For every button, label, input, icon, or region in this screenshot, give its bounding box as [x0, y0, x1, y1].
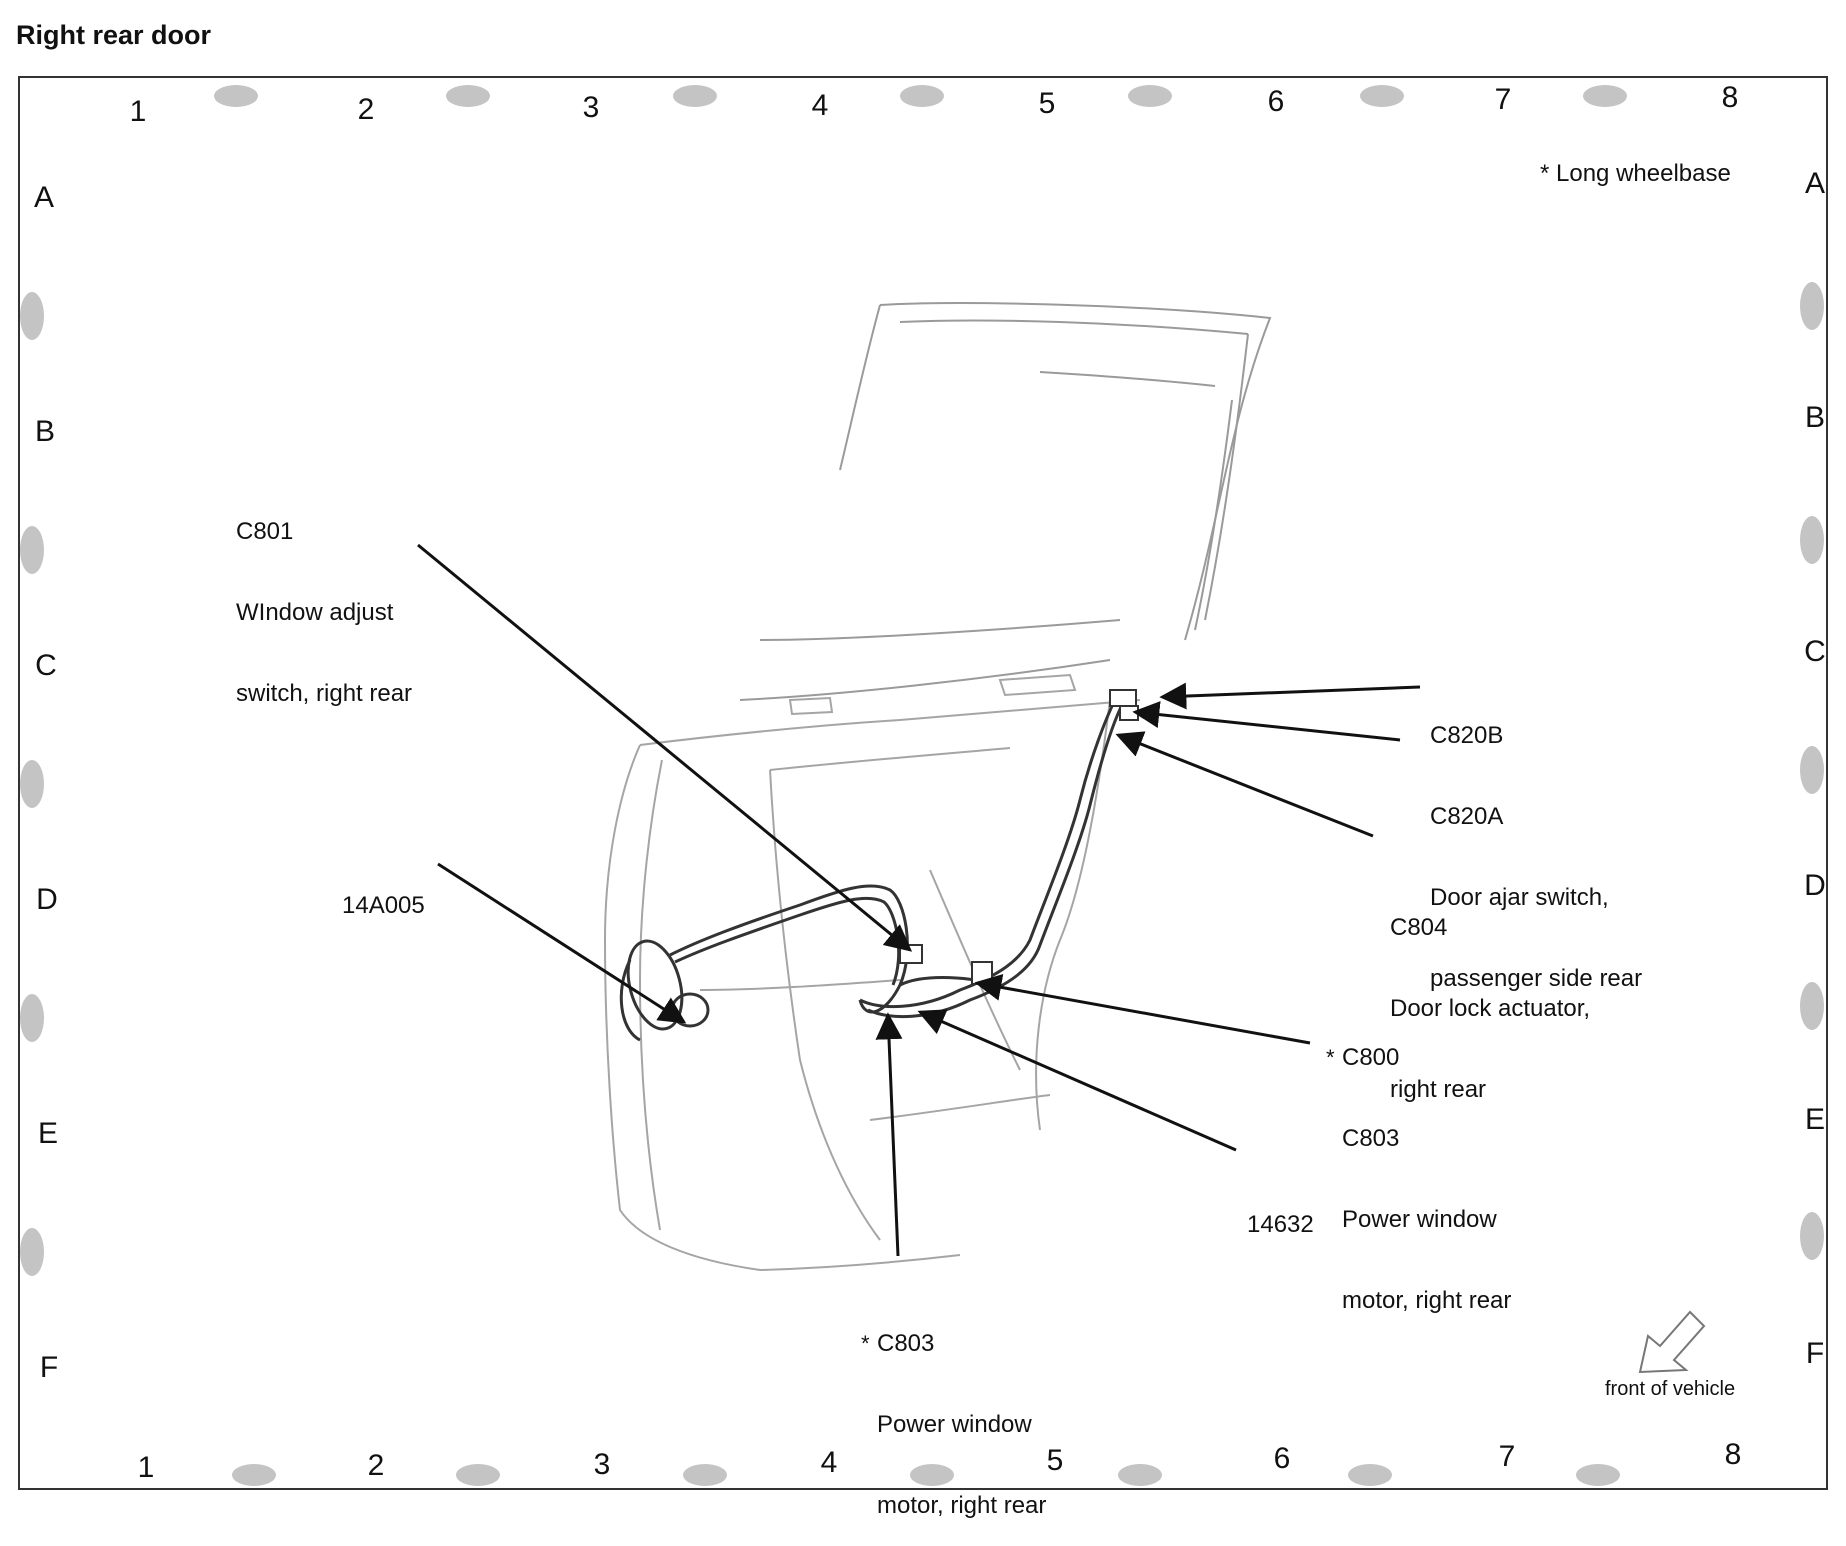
arrow-icon [1638, 1310, 1706, 1374]
column-label-top-1: 1 [129, 95, 147, 128]
leader-c800 [974, 974, 1311, 1045]
door-window-frame [739, 302, 1272, 701]
diagram-frame [18, 76, 1828, 1490]
column-label-bottom-8: 8 [1724, 1438, 1742, 1471]
door-diagram [20, 85, 1824, 1486]
front-of-vehicle-label: front of vehicle [1605, 1378, 1736, 1400]
column-label-top-3: 3 [582, 91, 600, 124]
row-label-left-e: E [37, 1117, 59, 1150]
leader-c803 [875, 1012, 903, 1257]
column-label-bottom-2: 2 [367, 1449, 385, 1482]
callout-c803: *C803 Power window motor, right rear [861, 1330, 1047, 1519]
leader-c820a [1132, 701, 1401, 742]
row-label-left-f: F [39, 1351, 59, 1384]
door-inner-panel [603, 673, 1141, 1271]
row-label-left-a: A [33, 181, 55, 214]
connectors [899, 689, 1139, 985]
row-label-left-b: B [34, 415, 56, 448]
border-tick-marks [20, 85, 1824, 1486]
leader-c804 [1115, 731, 1374, 838]
row-label-right-a: A [1804, 167, 1826, 200]
row-label-left-c: C [35, 649, 57, 682]
harness-grommet [619, 939, 710, 1042]
column-label-top-8: 8 [1721, 81, 1739, 114]
leader-c820b [1159, 682, 1421, 710]
callout-14632: 14632 [1247, 1211, 1314, 1238]
column-label-bottom-4: 4 [820, 1446, 838, 1479]
callout-c804: C804 Door lock actuator, right rear [1390, 914, 1591, 1103]
column-label-bottom-5: 5 [1046, 1444, 1064, 1477]
row-label-right-b: B [1804, 401, 1826, 434]
row-label-right-e: E [1804, 1103, 1826, 1136]
row-label-right-d: D [1804, 869, 1826, 902]
long-wheelbase-marker: * [861, 1331, 870, 1356]
column-label-top-5: 5 [1038, 87, 1056, 120]
column-label-bottom-1: 1 [137, 1451, 155, 1484]
column-label-top-4: 4 [811, 89, 829, 122]
leader-14a005 [437, 862, 687, 1024]
leader-c801 [417, 543, 913, 952]
column-label-bottom-6: 6 [1273, 1442, 1291, 1475]
column-label-bottom-3: 3 [593, 1448, 611, 1481]
column-label-bottom-7: 7 [1498, 1440, 1516, 1473]
callout-14a005: 14A005 [342, 892, 425, 919]
callout-c801: C801 WIndow adjust switch, right rear [236, 518, 413, 707]
row-label-right-c: C [1804, 635, 1826, 668]
leader-14632 [917, 1009, 1237, 1152]
column-label-top-7: 7 [1494, 83, 1512, 116]
column-label-top-6: 6 [1267, 85, 1285, 118]
row-label-left-d: D [36, 883, 58, 916]
callout-c800: *C800 C803 Power window motor, right rea… [1326, 1044, 1512, 1314]
long-wheelbase-marker: * [1326, 1045, 1335, 1070]
row-label-right-f: F [1805, 1337, 1825, 1370]
wiring-harness [669, 698, 1132, 1018]
column-label-top-2: 2 [357, 93, 375, 126]
long-wheelbase-note: * Long wheelbase [1540, 160, 1731, 187]
callout-c820: C820B C820A Door ajar switch, passenger … [1430, 722, 1643, 992]
page-title: Right rear door [16, 20, 212, 50]
leader-lines [417, 543, 1421, 1257]
